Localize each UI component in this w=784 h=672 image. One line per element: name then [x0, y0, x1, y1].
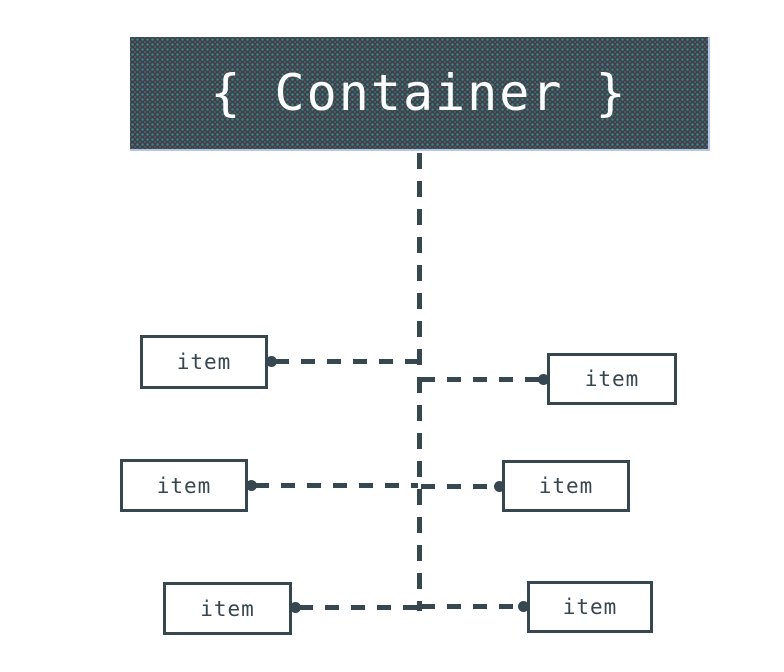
connector-dot-row2-right	[494, 481, 505, 492]
item-node-row1-left: item	[140, 335, 268, 389]
connector-dot-row3-right	[518, 601, 529, 612]
connector-dot-row3-left	[290, 602, 301, 613]
connector-dot-row1-right	[538, 374, 549, 385]
item-node-row2-left: item	[120, 459, 248, 512]
container-node-label: { Container }	[210, 64, 628, 122]
item-node-label: item	[538, 474, 594, 498]
item-node-label: item	[156, 473, 212, 498]
container-trunk-line	[417, 153, 422, 611]
connector-line-row1-left	[275, 359, 418, 364]
connector-line-row2-left	[255, 483, 418, 488]
item-node-label: item	[584, 367, 640, 391]
connector-dot-row1-left	[266, 356, 277, 367]
item-node-row3-right: item	[527, 581, 653, 633]
connector-line-row1-right	[421, 377, 540, 382]
connector-line-row3-left	[299, 605, 418, 610]
item-node-label: item	[176, 350, 232, 374]
item-node-label: item	[200, 596, 255, 621]
item-node-row3-left: item	[163, 582, 292, 635]
connector-dot-row2-left	[246, 480, 257, 491]
connector-line-row2-right	[421, 484, 496, 489]
item-node-row2-right: item	[502, 460, 630, 512]
connector-line-row3-right	[421, 604, 520, 609]
container-node: { Container }	[130, 37, 710, 151]
item-node-label: item	[562, 595, 618, 619]
item-node-row1-right: item	[547, 353, 677, 405]
